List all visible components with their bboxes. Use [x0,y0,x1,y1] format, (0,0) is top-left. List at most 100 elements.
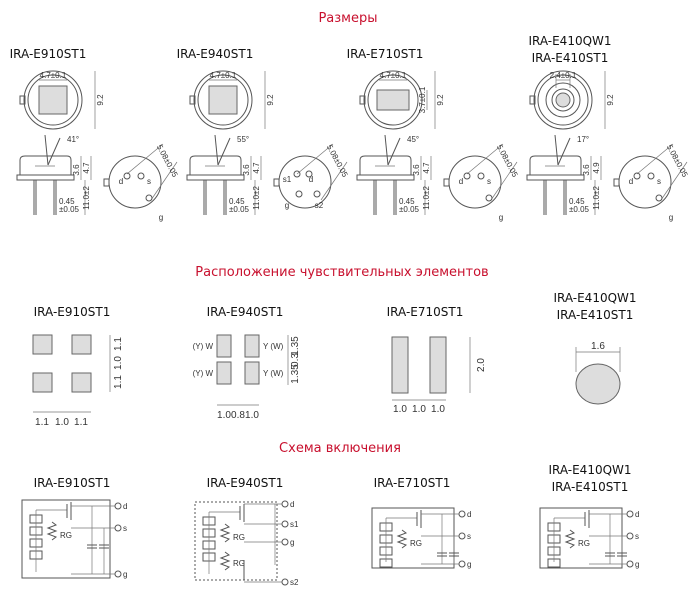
sensing-element [216,361,232,385]
resistor-label: RG [233,559,245,568]
terminal-icon [626,532,634,540]
element-pin-label: (Y) W [193,342,214,351]
pin-circle [463,172,471,180]
model-label-elements: IRA-E940ST1 [207,305,284,319]
pin-label: g [159,213,163,222]
terminal-icon [626,510,634,518]
pitch-label: 5.08±0.05 [495,143,520,179]
resistor-label: RG [410,539,422,548]
lens-ring [551,88,575,112]
sensor-flange [16,174,75,181]
sensing-element [429,336,447,394]
lead-label: 11.0±2 [82,186,91,210]
element-dim-label: 1.0 [113,356,124,370]
h2-label: 4.9 [592,162,601,174]
terminal-icon [626,560,634,568]
sensing-element [244,334,260,358]
pin-label: d [629,177,633,186]
sensing-element [71,372,92,393]
sensor-top-outline [533,70,593,130]
angle-label: 41° [67,135,79,144]
model-label-elements: IRA-E410ST1 [557,308,634,322]
pin-label: g [285,201,289,210]
terminal-icon [114,502,122,510]
circuit-enclosure [21,499,111,579]
pin-tolerance-label: ±0.05 [59,205,80,214]
fov-line [557,137,571,166]
sensor-side-body [359,155,412,175]
pin-label: d [119,177,123,186]
width-label: 4.7±0.1 [380,71,407,80]
pitch-line [296,143,334,175]
sensor-tab [103,178,110,187]
model-label-circuit: IRA-E910ST1 [34,476,111,490]
sensor-tab [19,95,26,105]
pitch-line [320,161,348,201]
model-label-dimensions: IRA-E710ST1 [347,47,424,61]
fov-line [214,134,219,166]
resistor-symbol [219,551,231,571]
sensor-tab [189,95,196,105]
sensor-top-inner [197,74,249,126]
height-label: 9.2 [96,94,105,106]
terminal-icon [114,570,122,578]
angle-label: 45° [407,135,419,144]
model-label-dimensions: IRA-E910ST1 [10,47,87,61]
width-label: 4.7±0.1 [40,71,67,80]
pitch-line [636,143,674,175]
element-pin-label: Y (W) [263,369,284,378]
pin-label: s2 [315,201,324,210]
lens-ring [545,82,581,118]
pin-circle [305,170,313,178]
pitch-label: 5.08±0.05 [325,143,350,179]
sensor-bottom-outline [618,155,672,209]
pin-label: 0.45 [229,197,245,206]
sensor-top-inner [367,74,419,126]
pin-label: s1 [283,175,292,184]
sensor-top-outline [363,70,423,130]
pitch-line [466,143,504,175]
sensor-side-body [189,155,242,175]
terminal-label: s [467,532,471,541]
sensor-window [555,92,571,108]
element-pin-label: Y (W) [263,342,284,351]
terminal-label: g [467,560,471,569]
sensor-tab [273,178,280,187]
terminal-label: d [290,500,294,509]
sensor-tab [443,178,450,187]
sensor-bottom-outline [108,155,162,209]
resistor-label: RG [578,539,590,548]
model-label-circuit: IRA-E410ST1 [552,480,629,494]
terminal-icon [281,538,289,546]
element-pin-label: (Y) W [193,369,214,378]
element-dim-label: 0.3 [290,353,301,367]
pin-tolerance-label: ±0.05 [569,205,590,214]
sensor-flange [356,174,415,181]
pin-label: 0.45 [399,197,415,206]
height-label: 9.2 [436,94,445,106]
fov-line [44,134,49,166]
sensor-side-body [529,155,582,175]
fov-line [554,134,559,166]
element-dim-label: 1.0 [393,404,407,415]
fov-line [384,134,389,166]
fov-line [217,137,231,166]
terminal-icon [458,560,466,568]
model-label-dimensions: IRA-E410QW1 [528,34,611,48]
element-dim-label: 1.0 [55,417,69,428]
pin-circle [633,172,641,180]
sensor-window [38,85,68,115]
angle-label: 17° [577,135,589,144]
pin-circle [123,172,131,180]
width-label: 2.4±0.1 [550,71,577,80]
element-dim-label: 1.0 [217,410,231,421]
h2-label: 4.7 [252,162,261,174]
section-title-elements: Расположение чувствительных элементов [195,265,488,280]
pitch-line [150,161,178,201]
element-dim-label: 1.6 [591,341,605,352]
model-label-circuit: IRA-E940ST1 [207,476,284,490]
model-label-elements: IRA-E710ST1 [387,305,464,319]
h1-label: 3.6 [72,164,81,176]
sensing-element [71,334,92,355]
h2-label: 4.7 [82,162,91,174]
